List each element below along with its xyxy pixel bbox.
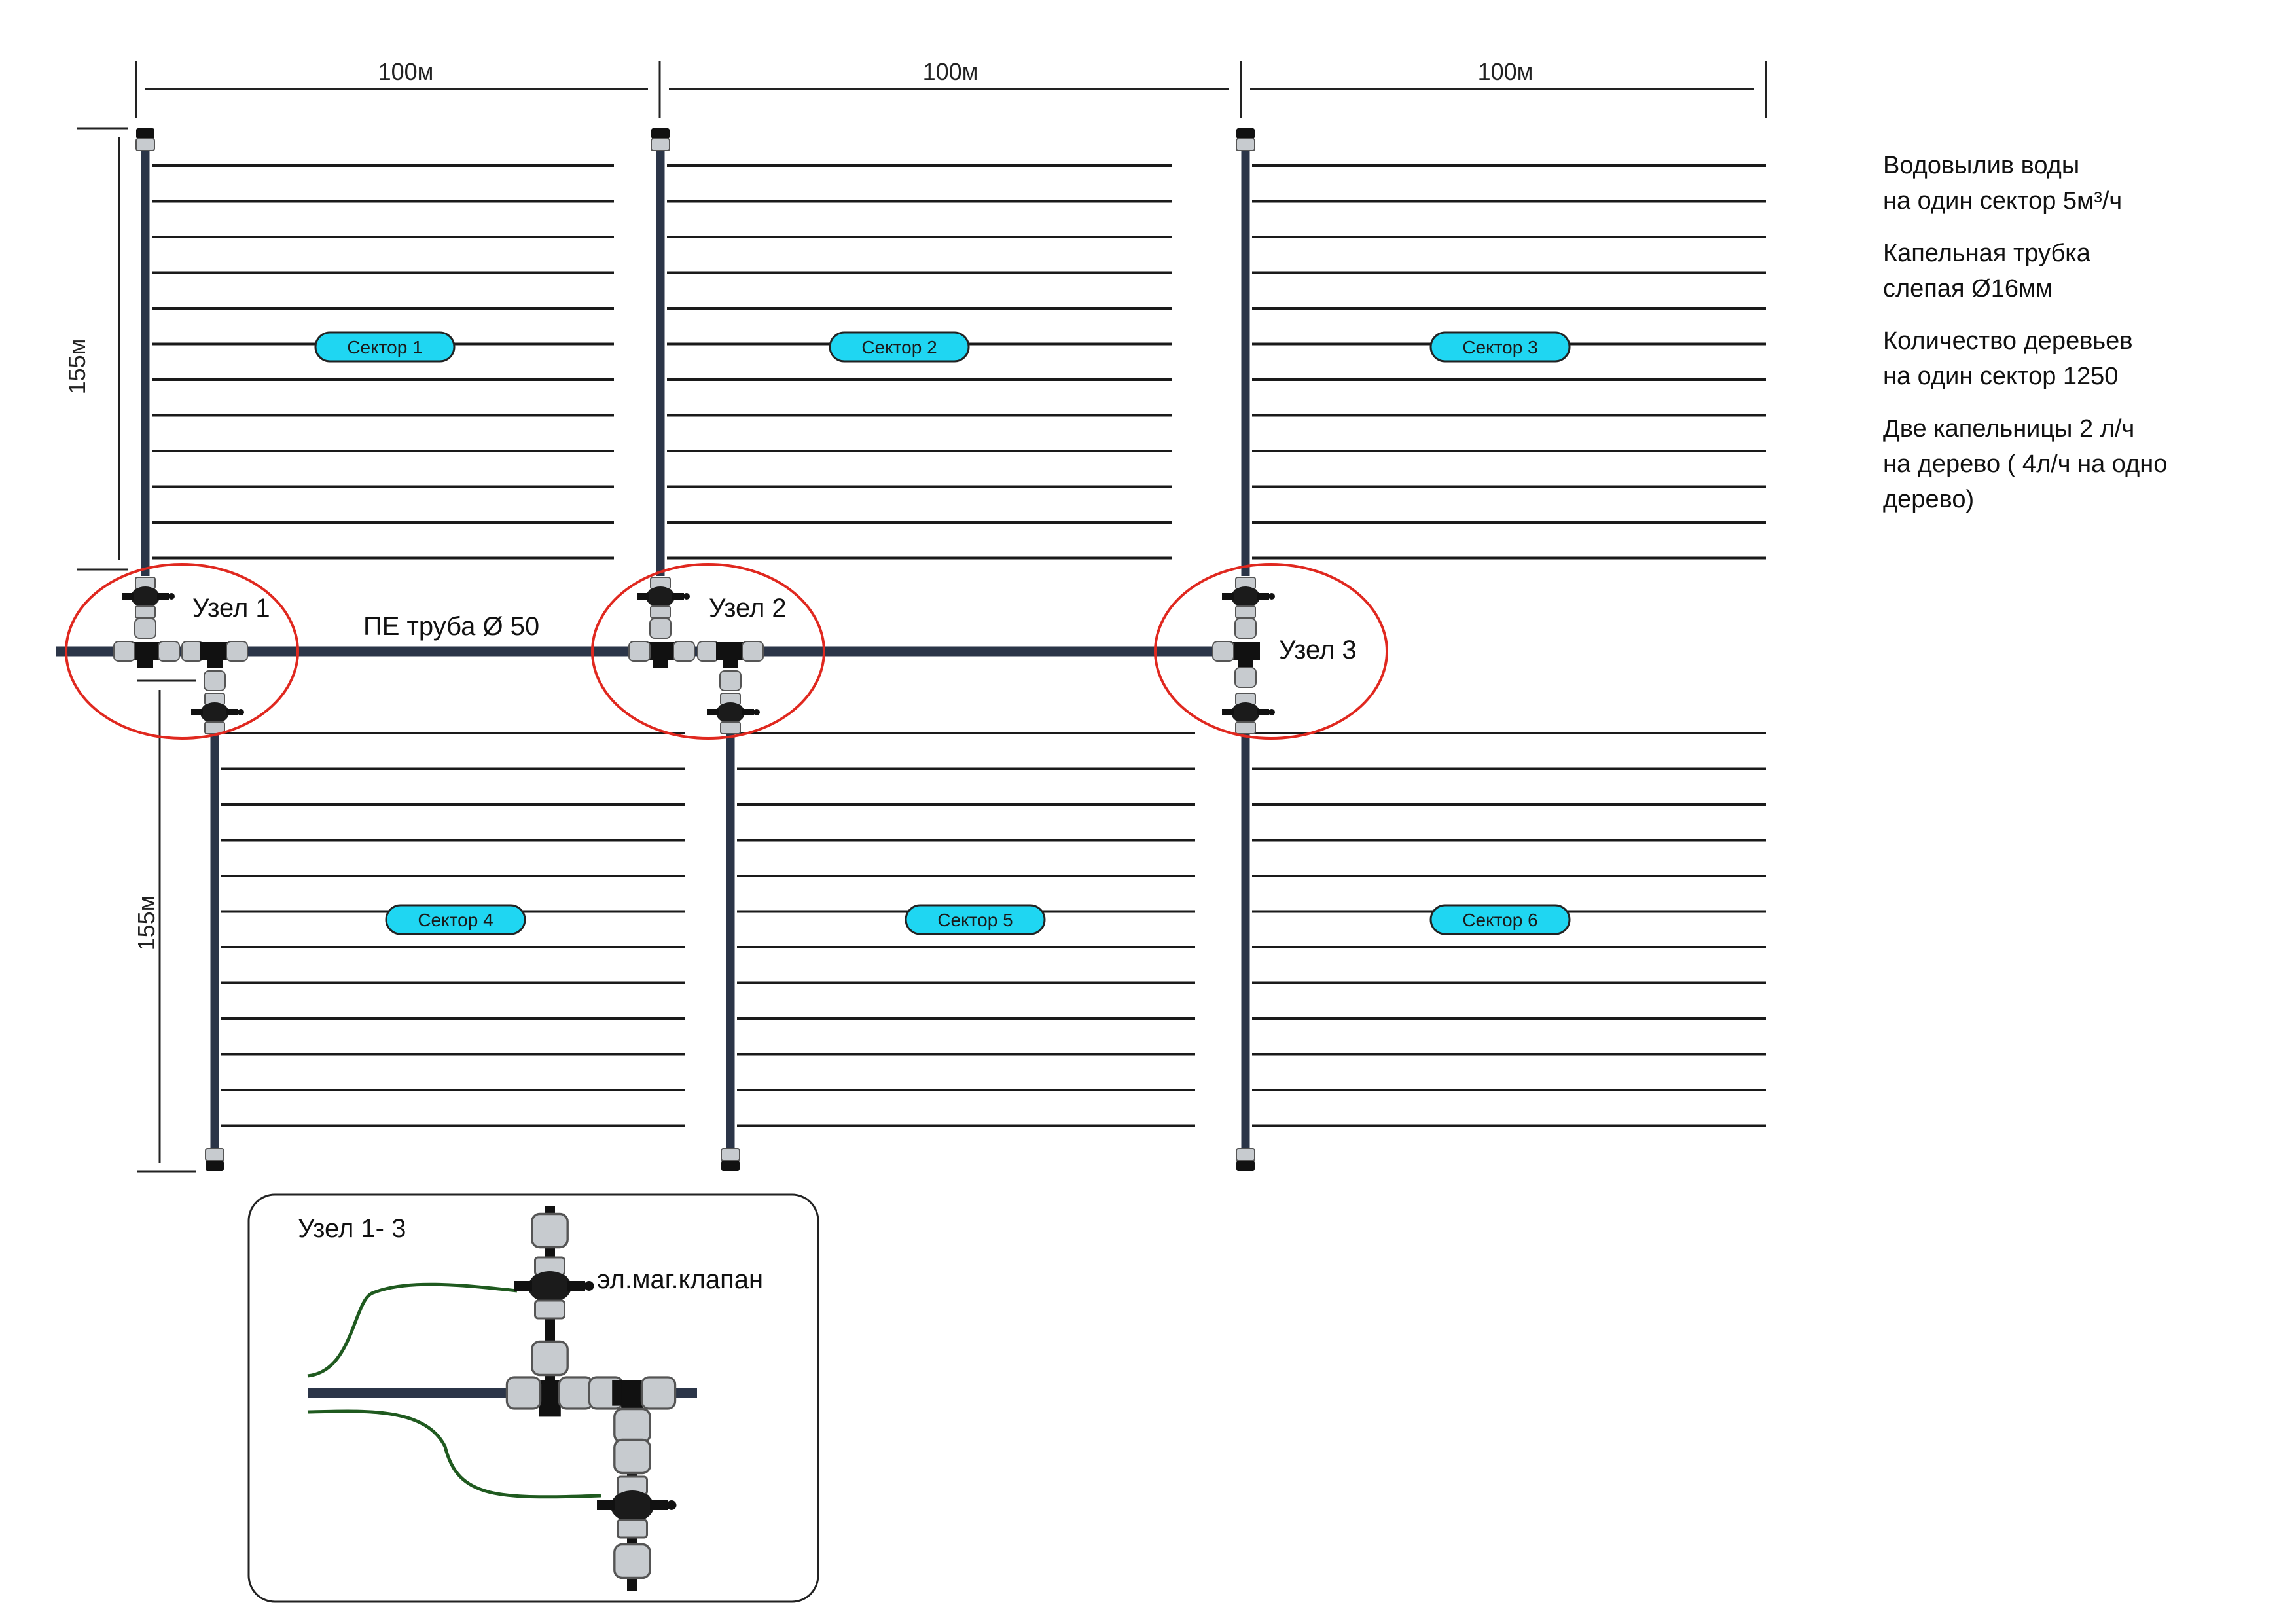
info-note-flow: Водовылив воды на один сектор 5м³/ч	[1883, 152, 2123, 215]
sector-6-label: Сектор 6	[1462, 910, 1537, 930]
sector-badges	[314, 331, 1571, 935]
dimension-lines	[77, 61, 1767, 1173]
sector-1-badge	[314, 331, 456, 363]
sector-6-badge	[1429, 904, 1571, 935]
info-notes: Водовылив воды на один сектор 5м³/ч Капе…	[1883, 148, 2250, 534]
node-2-label: Узел 2	[709, 594, 787, 623]
node-circles	[65, 563, 1388, 740]
valve-label: эл.маг.клапан	[597, 1265, 763, 1294]
node-3-label: Узел 3	[1279, 636, 1357, 664]
sector-4-label: Сектор 4	[418, 910, 493, 930]
sector-2-badge	[829, 331, 970, 363]
info-note-drip-tube: Капельная трубка слепая Ø16мм	[1883, 240, 2090, 302]
inset-title: Узел 1- 3	[298, 1214, 406, 1243]
drip-lines	[152, 164, 1766, 1127]
dimension-height-lower: 155м	[133, 895, 160, 951]
sub-main-pipes	[141, 147, 1250, 1152]
main-pipe-label: ПЕ труба Ø 50	[363, 612, 539, 641]
dimension-width-2: 100м	[923, 58, 978, 85]
dimension-height-upper: 155м	[63, 339, 90, 395]
sector-5-label: Сектор 5	[937, 910, 1013, 930]
sector-4-badge	[385, 904, 526, 935]
node-3-assembly	[1212, 577, 1276, 734]
sector-1-label: Сектор 1	[347, 337, 422, 357]
node-1-label: Узел 1	[192, 594, 270, 623]
node-detail-inset: Узел 1- 3 эл.маг.клапан	[247, 1193, 819, 1603]
control-wire-upper	[307, 1282, 518, 1378]
sector-3-label: Сектор 3	[1462, 337, 1537, 357]
control-wire-lower	[307, 1409, 601, 1499]
dimension-width-3: 100м	[1478, 58, 1534, 85]
sector-3-badge	[1429, 331, 1571, 363]
info-note-drippers: Две капельницы 2 л/ч на дерево ( 4л/ч на…	[1883, 415, 2168, 513]
sector-2-label: Сектор 2	[861, 337, 937, 357]
info-note-trees: Количество деревьев на один сектор 1250	[1883, 327, 2133, 390]
sector-5-badge	[905, 904, 1046, 935]
dimension-width-1: 100м	[378, 58, 434, 85]
